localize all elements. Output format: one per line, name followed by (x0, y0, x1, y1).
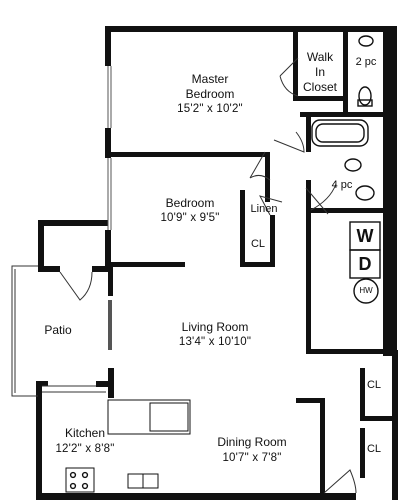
kitchen-size: 12'2" x 8'8" (55, 443, 115, 455)
closet-lower-label: CL (366, 443, 382, 455)
living-room-size: 13'4" x 10'10" (178, 336, 252, 348)
bedroom-name: Bedroom (165, 196, 215, 210)
kitchen-counter (107, 399, 191, 435)
toilet-4pc (355, 185, 375, 201)
linen-label: Linen (250, 203, 278, 215)
sink-4pc (344, 158, 362, 172)
toilet-2pc (358, 86, 372, 106)
dryer (349, 249, 381, 279)
bedroom-closet-label: CL (250, 238, 266, 250)
master-bedroom-size: 15'2" x 10'2" (177, 103, 243, 115)
living-room-name: Living Room (181, 320, 249, 334)
water-heater-label: HW (359, 286, 373, 295)
door-swings (59, 57, 357, 494)
kitchen-name: Kitchen (64, 426, 106, 440)
stove (65, 467, 95, 493)
fixtures (65, 35, 381, 493)
water-heater (353, 278, 379, 304)
full-bath-label: 4 pc (331, 179, 353, 191)
dining-room-name: Dining Room (217, 435, 287, 449)
walls (36, 26, 398, 500)
master-bedroom-name: Master Bedroom (185, 72, 235, 101)
washer-label: W (356, 226, 374, 246)
bathtub (311, 119, 369, 147)
bedroom-size: 10'9" x 9'5" (160, 212, 220, 224)
walk-in-closet-label: Walk In Closet (302, 50, 337, 94)
dining-room-size: 10'7" x 7'8" (222, 452, 282, 464)
dryer-label: D (358, 254, 372, 274)
closet-upper-label: CL (366, 379, 382, 391)
half-bath-label: 2 pc (355, 56, 377, 68)
sink-2pc (358, 35, 374, 47)
windows (107, 66, 112, 230)
patio-name: Patio (44, 323, 72, 337)
patio-outline (11, 265, 106, 397)
